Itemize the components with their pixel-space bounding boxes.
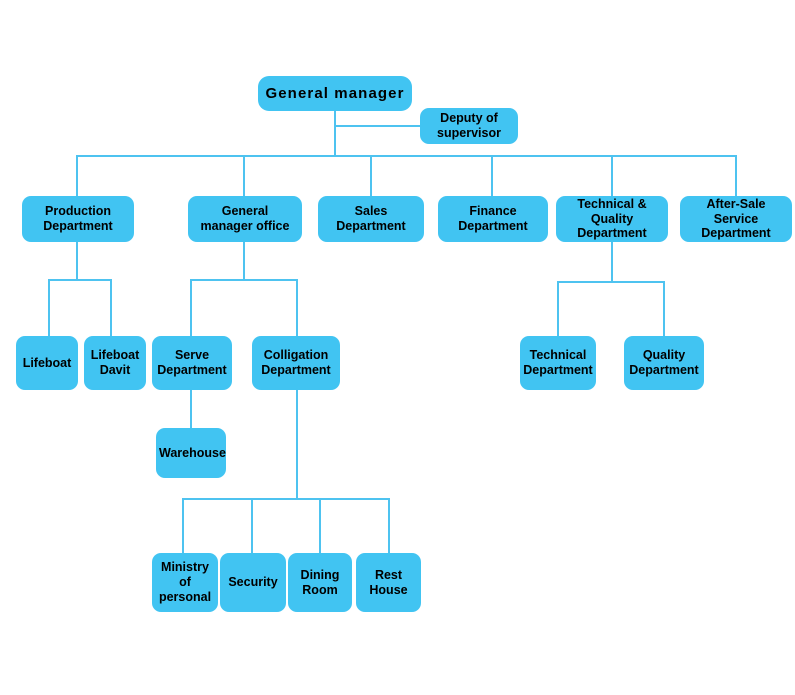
connector-production-child-davit	[110, 279, 112, 337]
connector-gm-stem-down	[334, 110, 336, 156]
connector-bus-stem-sales	[370, 155, 372, 197]
node-label-rest-house: Rest House	[369, 567, 408, 597]
node-lifeboat[interactable]: Lifeboat	[16, 336, 78, 390]
node-deputy-of-supervisor[interactable]: Deputy of supervisor	[420, 108, 518, 144]
connector-bus-stem-aftersale	[735, 155, 737, 197]
node-general-manager[interactable]: General manager	[258, 76, 412, 111]
connector-bottom-stem-security	[251, 498, 253, 555]
node-after-sale-service-department[interactable]: After-Sale Service Department	[680, 196, 792, 242]
node-technical-department[interactable]: Technical Department	[520, 336, 596, 390]
connector-gmoffice-stem	[243, 242, 245, 280]
connector-bus-stem-gm-office	[243, 155, 245, 197]
node-rest-house[interactable]: Rest House	[356, 553, 421, 612]
connector-serve-to-warehouse	[190, 390, 192, 430]
node-label-colligation-department: Colligation Department	[261, 348, 331, 377]
node-label-production-department: Production Department	[43, 204, 113, 233]
node-label-general-manager: General manager	[265, 84, 405, 102]
node-colligation-department[interactable]: Colligation Department	[252, 336, 340, 390]
node-technical-quality-department[interactable]: Technical & Quality Department	[556, 196, 668, 242]
connector-gmoffice-bus	[190, 279, 298, 281]
node-security[interactable]: Security	[220, 553, 286, 612]
node-label-dining-room: Dining Room	[300, 567, 340, 597]
node-label-serve-department: Serve Department	[157, 348, 227, 377]
node-sales-department[interactable]: Sales Department	[318, 196, 424, 242]
connector-bus-stem-techqual	[611, 155, 613, 197]
connector-bottom-stem-dining	[319, 498, 321, 555]
node-label-lifeboat-davit: Lifeboat Davit	[90, 348, 140, 377]
node-serve-department[interactable]: Serve Department	[152, 336, 232, 390]
connector-techqual-child-quality	[663, 281, 665, 337]
connector-bottom-stem-ministry	[182, 498, 184, 555]
node-label-technical-quality-department: Technical & Quality Department	[577, 196, 647, 241]
node-label-quality-department: Quality Department	[629, 348, 699, 377]
node-label-security: Security	[228, 575, 278, 590]
node-label-finance-department: Finance Department	[458, 204, 528, 233]
connector-bus-stem-production	[76, 155, 78, 197]
connector-techqual-child-technical	[557, 281, 559, 337]
node-label-technical-department: Technical Department	[523, 348, 593, 377]
connector-production-child-lifeboat	[48, 279, 50, 337]
connector-production-bus	[48, 279, 112, 281]
connector-gmoffice-child-colligation	[296, 279, 298, 337]
node-dining-room[interactable]: Dining Room	[288, 553, 352, 612]
connector-main-bus	[76, 155, 737, 157]
node-general-manager-office[interactable]: General manager office	[188, 196, 302, 242]
node-label-after-sale-service-department: After-Sale Service Department	[701, 196, 771, 241]
node-label-ministry-of-personal: Ministry of personal	[158, 560, 212, 604]
connector-techqual-bus	[557, 281, 665, 283]
node-lifeboat-davit[interactable]: Lifeboat Davit	[84, 336, 146, 390]
connector-production-stem	[76, 242, 78, 280]
connector-bus-stem-finance	[491, 155, 493, 197]
connector-bottom-bus	[182, 498, 389, 500]
node-quality-department[interactable]: Quality Department	[624, 336, 704, 390]
node-label-sales-department: Sales Department	[336, 204, 406, 233]
connector-gm-to-deputy-h	[334, 125, 422, 127]
connector-gmoffice-child-serve	[190, 279, 192, 337]
node-label-deputy-of-supervisor: Deputy of supervisor	[437, 111, 501, 140]
node-production-department[interactable]: Production Department	[22, 196, 134, 242]
node-label-lifeboat: Lifeboat	[22, 355, 72, 370]
node-label-general-manager-office: General manager office	[200, 204, 290, 233]
node-ministry-of-personal[interactable]: Ministry of personal	[152, 553, 218, 612]
connector-bottom-stem-rest	[388, 498, 390, 555]
connector-techqual-stem	[611, 242, 613, 282]
node-label-warehouse: Warehouse	[159, 445, 226, 460]
node-finance-department[interactable]: Finance Department	[438, 196, 548, 242]
connector-colligation-stem	[296, 390, 298, 500]
node-warehouse[interactable]: Warehouse	[156, 428, 226, 478]
